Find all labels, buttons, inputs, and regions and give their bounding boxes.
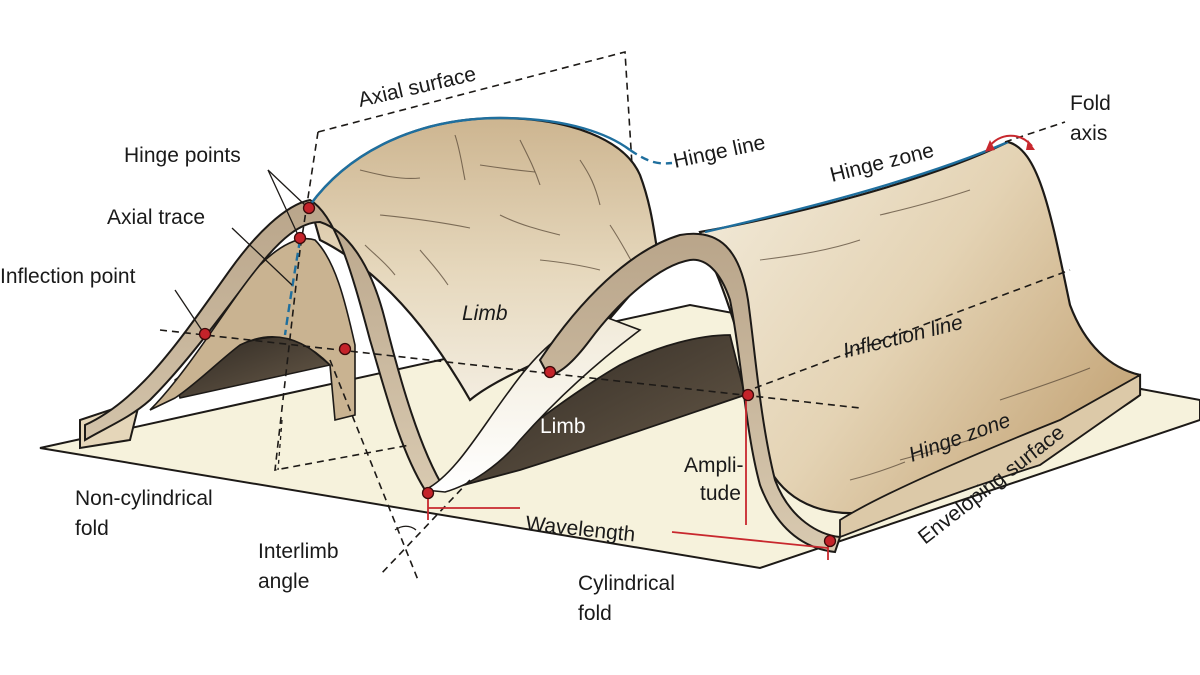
inflection-point-right	[741, 388, 755, 402]
label-cylindrical-1: Cylindrical	[578, 572, 675, 595]
rotation-arrow-head-right	[1026, 140, 1035, 150]
label-non-cylindrical-2: fold	[75, 517, 109, 540]
dome-texture	[359, 134, 633, 286]
label-axial-surface: Axial surface	[356, 62, 478, 111]
hinge-line-extension	[629, 149, 673, 165]
right-fold-texture	[759, 189, 1091, 481]
label-hinge-points: Hinge points	[124, 144, 241, 167]
inflection-line	[159, 329, 861, 409]
right-fold-foot	[839, 373, 1141, 539]
label-fold-axis-2: axis	[1070, 122, 1107, 145]
hinge-line	[309, 116, 631, 206]
label-limb-upper: Limb	[462, 302, 508, 325]
label-fold-axis-1: Fold	[1070, 92, 1111, 115]
inflection-line-right	[754, 269, 1071, 389]
fold-axis-line	[1004, 121, 1066, 143]
inflection-point-left	[198, 327, 212, 341]
label-amplitude-1: Ampli-	[684, 454, 744, 477]
interlimb-angle	[329, 359, 471, 581]
label-axial-trace: Axial trace	[107, 206, 205, 229]
label-non-cylindrical-1: Non-cylindrical	[75, 487, 213, 510]
label-interlimb-2: angle	[258, 570, 309, 593]
hinge-point-upper	[302, 201, 316, 215]
axial-surface-plane	[274, 50, 633, 471]
label-limb-lower: Limb	[540, 415, 586, 438]
trough-point	[421, 486, 435, 500]
syncline-surface	[422, 314, 642, 493]
axial-trace	[283, 239, 302, 336]
label-cylindrical-2: fold	[578, 602, 612, 625]
wavelength-end-point	[823, 534, 837, 548]
left-anticline-band	[84, 198, 447, 491]
left-anticline-inner	[149, 238, 356, 422]
label-interlimb-1: Interlimb	[258, 540, 339, 563]
label-hinge-line: Hinge line	[671, 131, 767, 173]
wavelength-line	[428, 507, 829, 549]
label-amplitude-2: tude	[700, 482, 741, 505]
label-inflection-point: Inflection point	[0, 265, 136, 288]
hinge-zone-line	[704, 140, 1009, 234]
rotation-arrow-head-left	[985, 140, 995, 152]
leader-lines	[174, 169, 307, 333]
inflection-point-limb	[543, 365, 557, 379]
hinge-point-lower	[293, 231, 307, 245]
inflection-point-mid	[338, 342, 352, 356]
